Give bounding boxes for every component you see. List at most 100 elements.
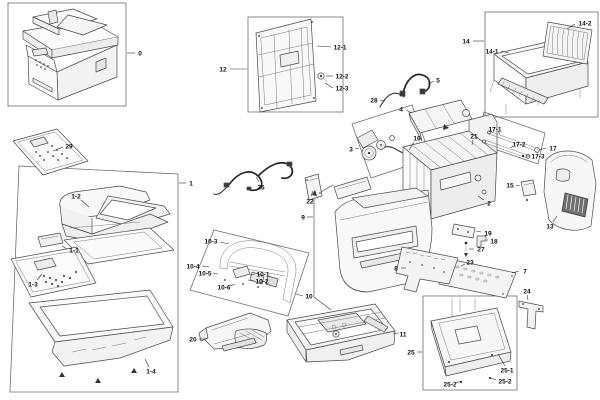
callout-label-7-34: 7 <box>523 268 527 275</box>
callout-label-18-31: 18 <box>490 238 498 245</box>
callout-leader-10-3-38 <box>219 241 230 245</box>
callout-label-10-1-41: 10-1 <box>256 271 269 278</box>
callout-label-15-28: 15 <box>506 182 514 189</box>
control-panel-art <box>10 246 97 298</box>
callout-leader-17-1-25 <box>497 130 501 135</box>
callout-layer: 02911-21-11-31-41212-112-212-31414-114-2… <box>28 20 592 388</box>
callout-label-17-3-27: 17-3 <box>531 153 544 160</box>
callout-label-1-3-5: 1-3 <box>28 281 38 288</box>
paper-tray-art <box>286 303 396 363</box>
callout-leader-22-22 <box>310 190 314 197</box>
callout-label-14-2-13: 14-2 <box>578 20 591 27</box>
callout-label-10-37: 10 <box>305 293 313 300</box>
region-box-14 <box>484 11 599 118</box>
wire-harness-26-art <box>213 161 294 196</box>
region-box-0 <box>7 2 127 107</box>
callout-leader-21-18 <box>471 139 474 146</box>
callout-leader-7-34 <box>511 270 520 274</box>
region-box-1 <box>9 165 179 393</box>
callout-label-25-2-49: 25-2 <box>443 381 456 388</box>
callout-leader-10-4-39 <box>201 265 210 268</box>
callout-leader-25-2-48 <box>490 377 497 381</box>
callout-leader-10-2-42 <box>247 279 255 282</box>
callout-label-3-19: 3 <box>349 146 353 153</box>
callout-leader-10-37 <box>295 293 304 297</box>
callout-leader-25-1-47 <box>497 353 506 367</box>
callout-leader-12-1-8 <box>316 45 332 48</box>
callout-leader-23-33 <box>460 263 466 267</box>
callout-leader-1-3-5 <box>36 273 43 281</box>
callout-label-10-5-40: 10-5 <box>198 270 211 277</box>
toner-cartridge-art <box>198 312 272 352</box>
callout-label-17-1-25: 17-1 <box>488 126 501 133</box>
callout-label-11-45: 11 <box>400 331 407 338</box>
callout-label-1-2: 1 <box>189 180 193 187</box>
lens-cover-art <box>37 232 64 248</box>
drive-motor-art <box>356 129 407 161</box>
callout-leader-15-28 <box>515 184 521 187</box>
callout-leader-29-1 <box>52 146 64 152</box>
callout-leader-3-19 <box>354 147 360 150</box>
bracket-15-art <box>520 179 537 201</box>
callout-label-8-35: 8 <box>394 265 398 272</box>
callout-leader-13-29 <box>552 215 558 223</box>
callout-leader-10-5-40 <box>212 272 219 275</box>
rear-cover-art <box>255 18 328 113</box>
callout-label-21-18: 21 <box>470 133 478 140</box>
callout-label-23-33: 23 <box>466 259 474 266</box>
region-bracket-9 <box>313 184 334 311</box>
callout-label-10-2-42: 10-2 <box>255 278 268 285</box>
panel-overlay-art <box>12 128 89 176</box>
callout-leader-1-4-6 <box>144 358 150 368</box>
callout-label-10-3-38: 10-3 <box>204 238 217 245</box>
callout-label-1-2-3: 1-2 <box>71 193 81 200</box>
callout-leader-26-21 <box>255 176 260 183</box>
callout-label-22-22: 22 <box>306 198 314 205</box>
region-box-12 <box>247 16 344 113</box>
base-frame-art <box>430 297 512 384</box>
callout-leader-17-2-26 <box>509 145 515 149</box>
callout-label-28-15: 28 <box>370 97 378 104</box>
callout-leader-24-36 <box>526 294 529 301</box>
platen-unit-art <box>63 227 175 265</box>
hook-lever-art <box>476 235 487 248</box>
screw-27-art <box>464 241 468 257</box>
callout-leader-14-1-12 <box>500 50 510 54</box>
callout-label-29-1: 29 <box>65 143 73 150</box>
callout-leader-11-45 <box>392 332 399 335</box>
callout-leader-10-1-41 <box>249 273 256 276</box>
callout-label-5-14: 5 <box>436 77 440 84</box>
callout-leader-19-30 <box>475 230 482 233</box>
fan-grille-art <box>542 21 593 65</box>
callout-label-12-2-9: 12-2 <box>335 73 348 80</box>
callout-label-10-6-43: 10-6 <box>217 284 230 291</box>
callout-label-13-29: 13 <box>546 223 554 230</box>
callout-label-14-11: 14 <box>462 38 470 45</box>
sub-board-art <box>395 246 459 293</box>
callout-label-0-0: 0 <box>138 50 142 57</box>
callout-leader-14-2-13 <box>566 23 576 30</box>
callout-label-16-17: 16 <box>413 135 421 142</box>
callout-leader-4-16 <box>405 109 413 114</box>
callout-label-24-36: 24 <box>523 288 531 295</box>
callout-label-25-2-48: 25-2 <box>498 378 511 385</box>
small-pcb-art <box>451 223 476 239</box>
callout-label-17-2-26: 17-2 <box>512 141 525 148</box>
callout-label-17-24: 17 <box>549 145 557 152</box>
part-art-layer <box>10 8 597 384</box>
callout-label-9-23: 9 <box>301 214 305 221</box>
region-box-10 <box>189 229 310 317</box>
callout-leader-28-15 <box>379 99 386 102</box>
transfer-roller-art <box>482 130 540 159</box>
callout-label-14-1-12: 14-1 <box>485 48 498 55</box>
callout-leader-1-2-3 <box>80 199 90 208</box>
callout-label-20-44: 20 <box>189 336 197 343</box>
core-wire-28-art <box>379 92 405 108</box>
callout-label-27-32: 27 <box>477 246 485 253</box>
callout-leader-5-14 <box>427 80 435 85</box>
shield-plate-art <box>304 173 323 201</box>
side-cover-art <box>543 150 597 231</box>
callout-leader-12-3-10 <box>324 82 334 89</box>
callout-leader-2-20 <box>477 195 485 201</box>
